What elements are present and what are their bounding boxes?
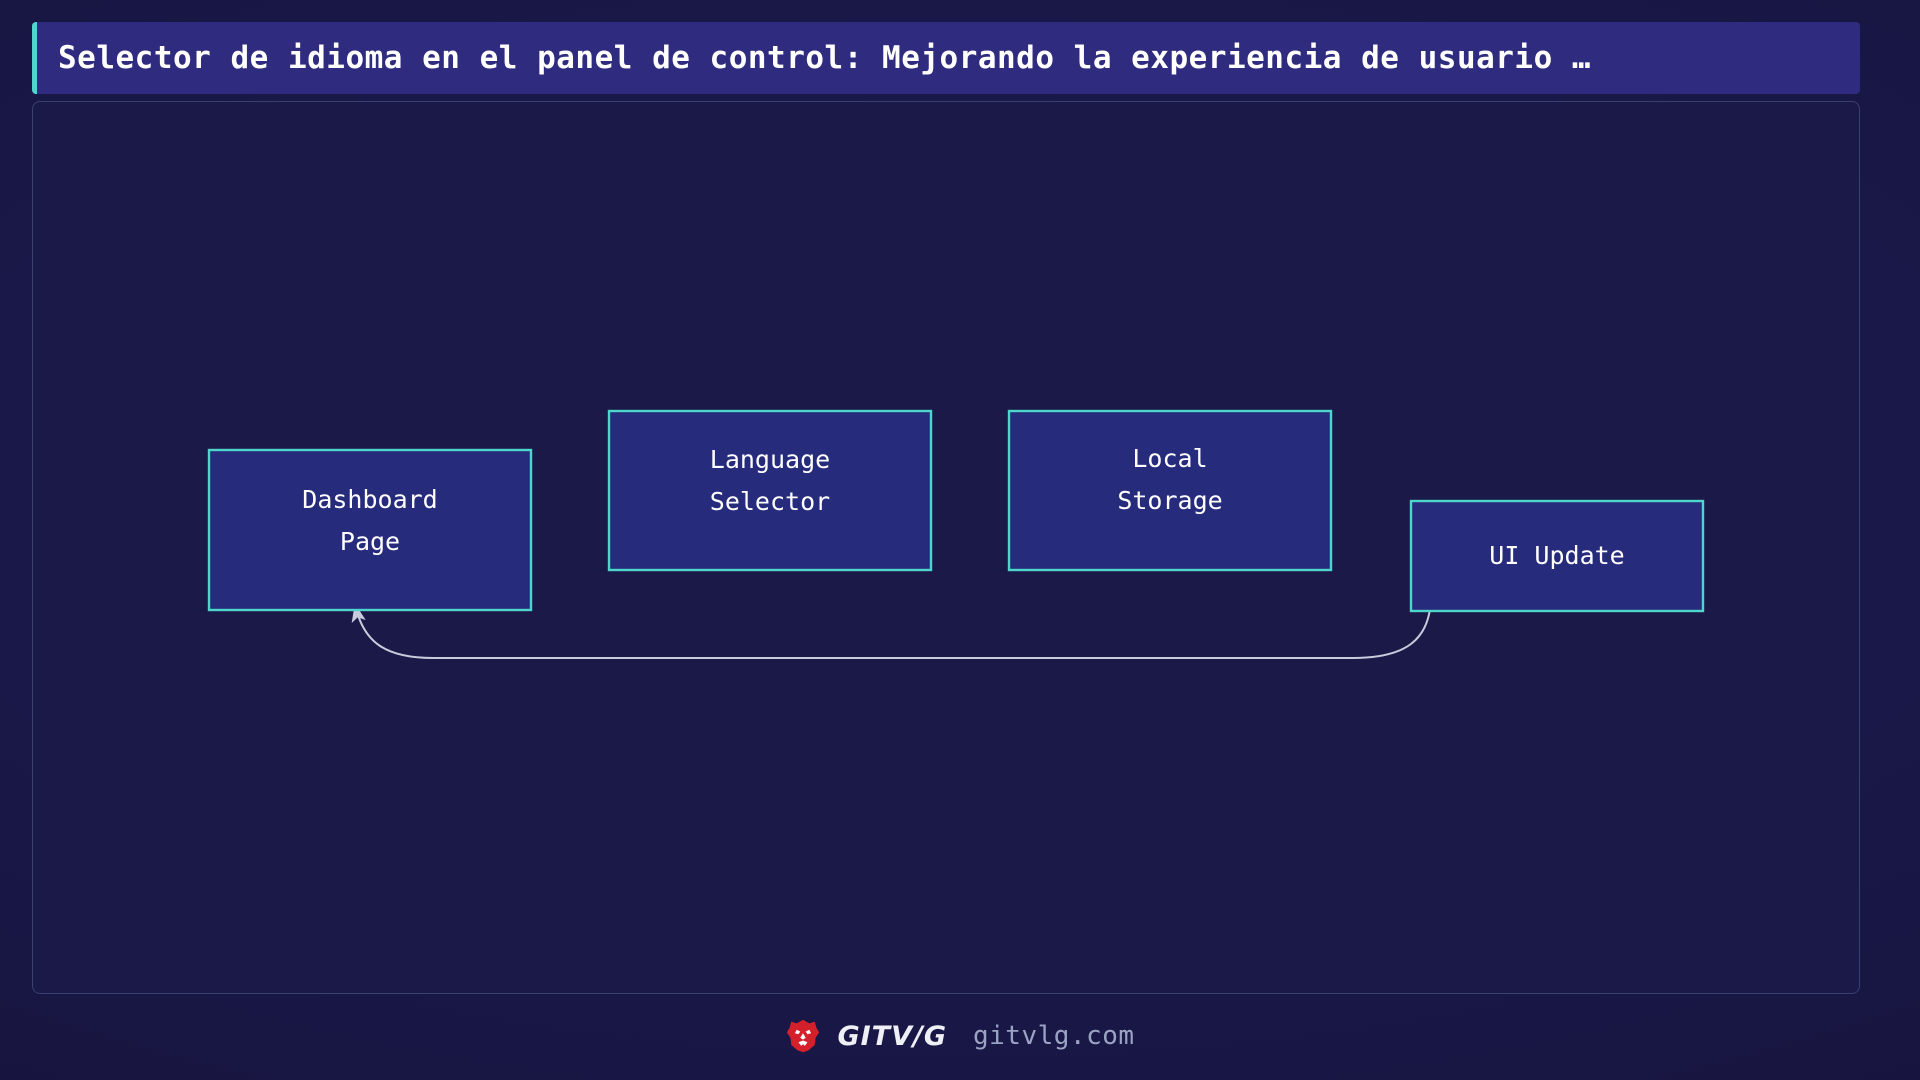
flowchart-diagram: Dashboard Page Language Selector Local S… (207, 409, 1705, 659)
brand-name: GITV/G (837, 1020, 947, 1052)
node-local-storage-label-line2: Storage (1117, 486, 1222, 515)
page-title: Selector de idioma en el panel de contro… (58, 40, 1592, 76)
node-ui-update-label: UI Update (1489, 541, 1624, 570)
brand-domain: gitvlg.com (973, 1021, 1135, 1051)
title-accent-bar (32, 22, 37, 94)
node-local-storage-label-line1: Local (1132, 444, 1207, 473)
node-ui-update[interactable]: UI Update (1409, 499, 1705, 613)
node-language-selector-label-line2: Selector (710, 487, 830, 516)
lion-head-icon (787, 1019, 820, 1053)
node-local-storage[interactable]: Local Storage (1007, 409, 1333, 572)
footer-branding: GITV/G gitvlg.com (0, 1006, 1920, 1066)
node-dashboard-page-label-line2: Page (340, 527, 400, 556)
node-dashboard-page[interactable]: Dashboard Page (207, 448, 533, 612)
title-bar: Selector de idioma en el panel de contro… (32, 22, 1860, 94)
node-dashboard-page-label-line1: Dashboard (302, 485, 437, 514)
node-language-selector[interactable]: Language Selector (607, 409, 933, 572)
edge-ui-update-to-dashboard (351, 594, 1432, 659)
node-language-selector-label-line1: Language (710, 445, 830, 474)
diagram-panel: Dashboard Page Language Selector Local S… (32, 101, 1860, 994)
